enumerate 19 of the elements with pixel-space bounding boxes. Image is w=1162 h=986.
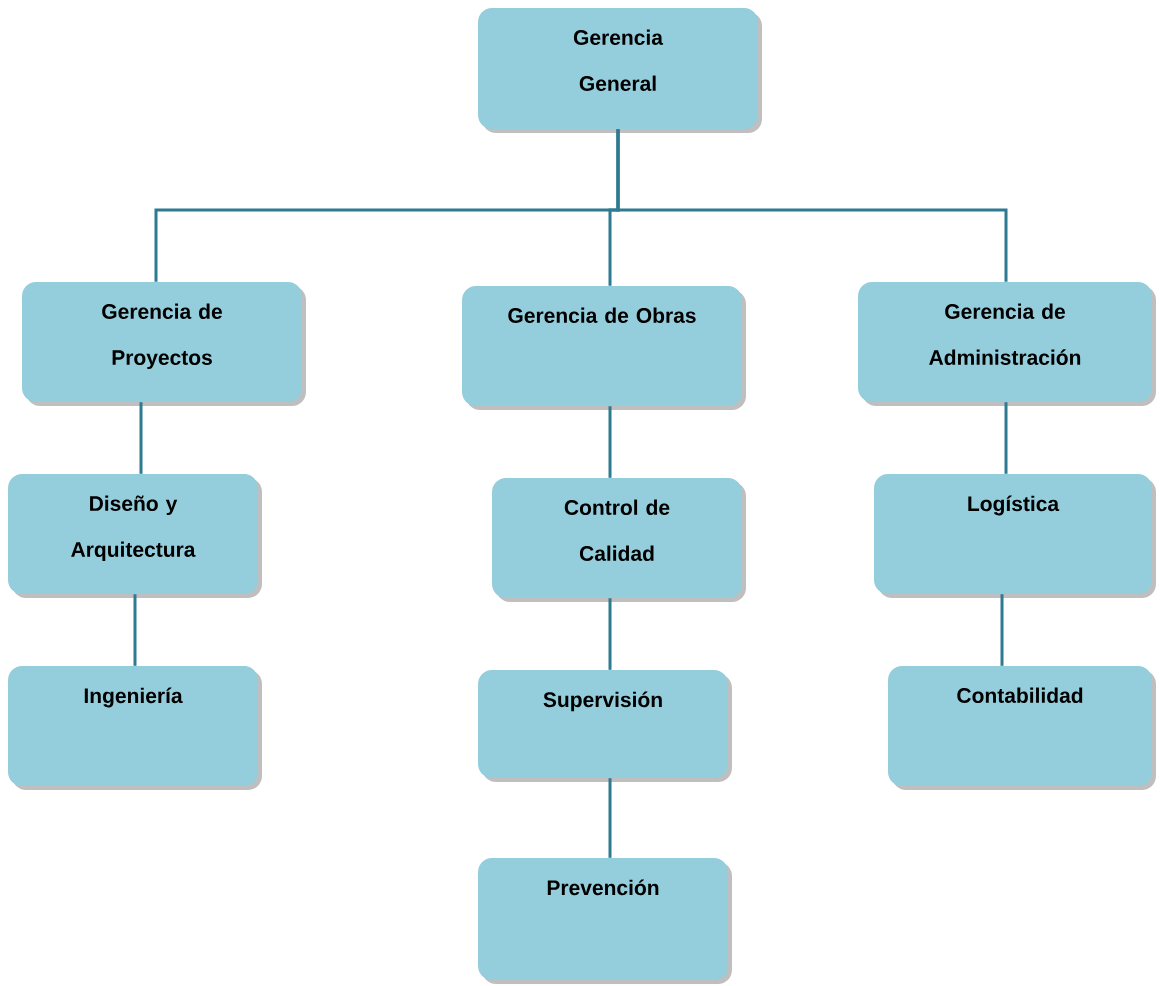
org-box: Prevención <box>478 858 732 984</box>
org-box: Gerencia de Administración <box>858 282 1156 406</box>
org-box: Gerencia de Obras <box>462 286 746 410</box>
org-box: Supervisión <box>478 670 732 782</box>
connector-line <box>608 406 612 478</box>
connector-line <box>1000 594 1004 666</box>
connector-line <box>139 402 143 474</box>
connector-line <box>616 129 1008 282</box>
org-box: Contabilidad <box>888 666 1156 790</box>
connector-line <box>608 598 612 670</box>
connector-line <box>1004 402 1008 474</box>
connector-line <box>133 594 137 666</box>
org-box: Control de Calidad <box>492 478 746 602</box>
org-box: Ingeniería <box>8 666 262 790</box>
org-box: Gerencia de Proyectos <box>22 282 306 406</box>
org-box: Gerencia General <box>478 8 762 133</box>
org-box: Diseño y Arquitectura <box>8 474 262 598</box>
org-box: Logística <box>874 474 1156 598</box>
connector-line <box>608 778 612 858</box>
